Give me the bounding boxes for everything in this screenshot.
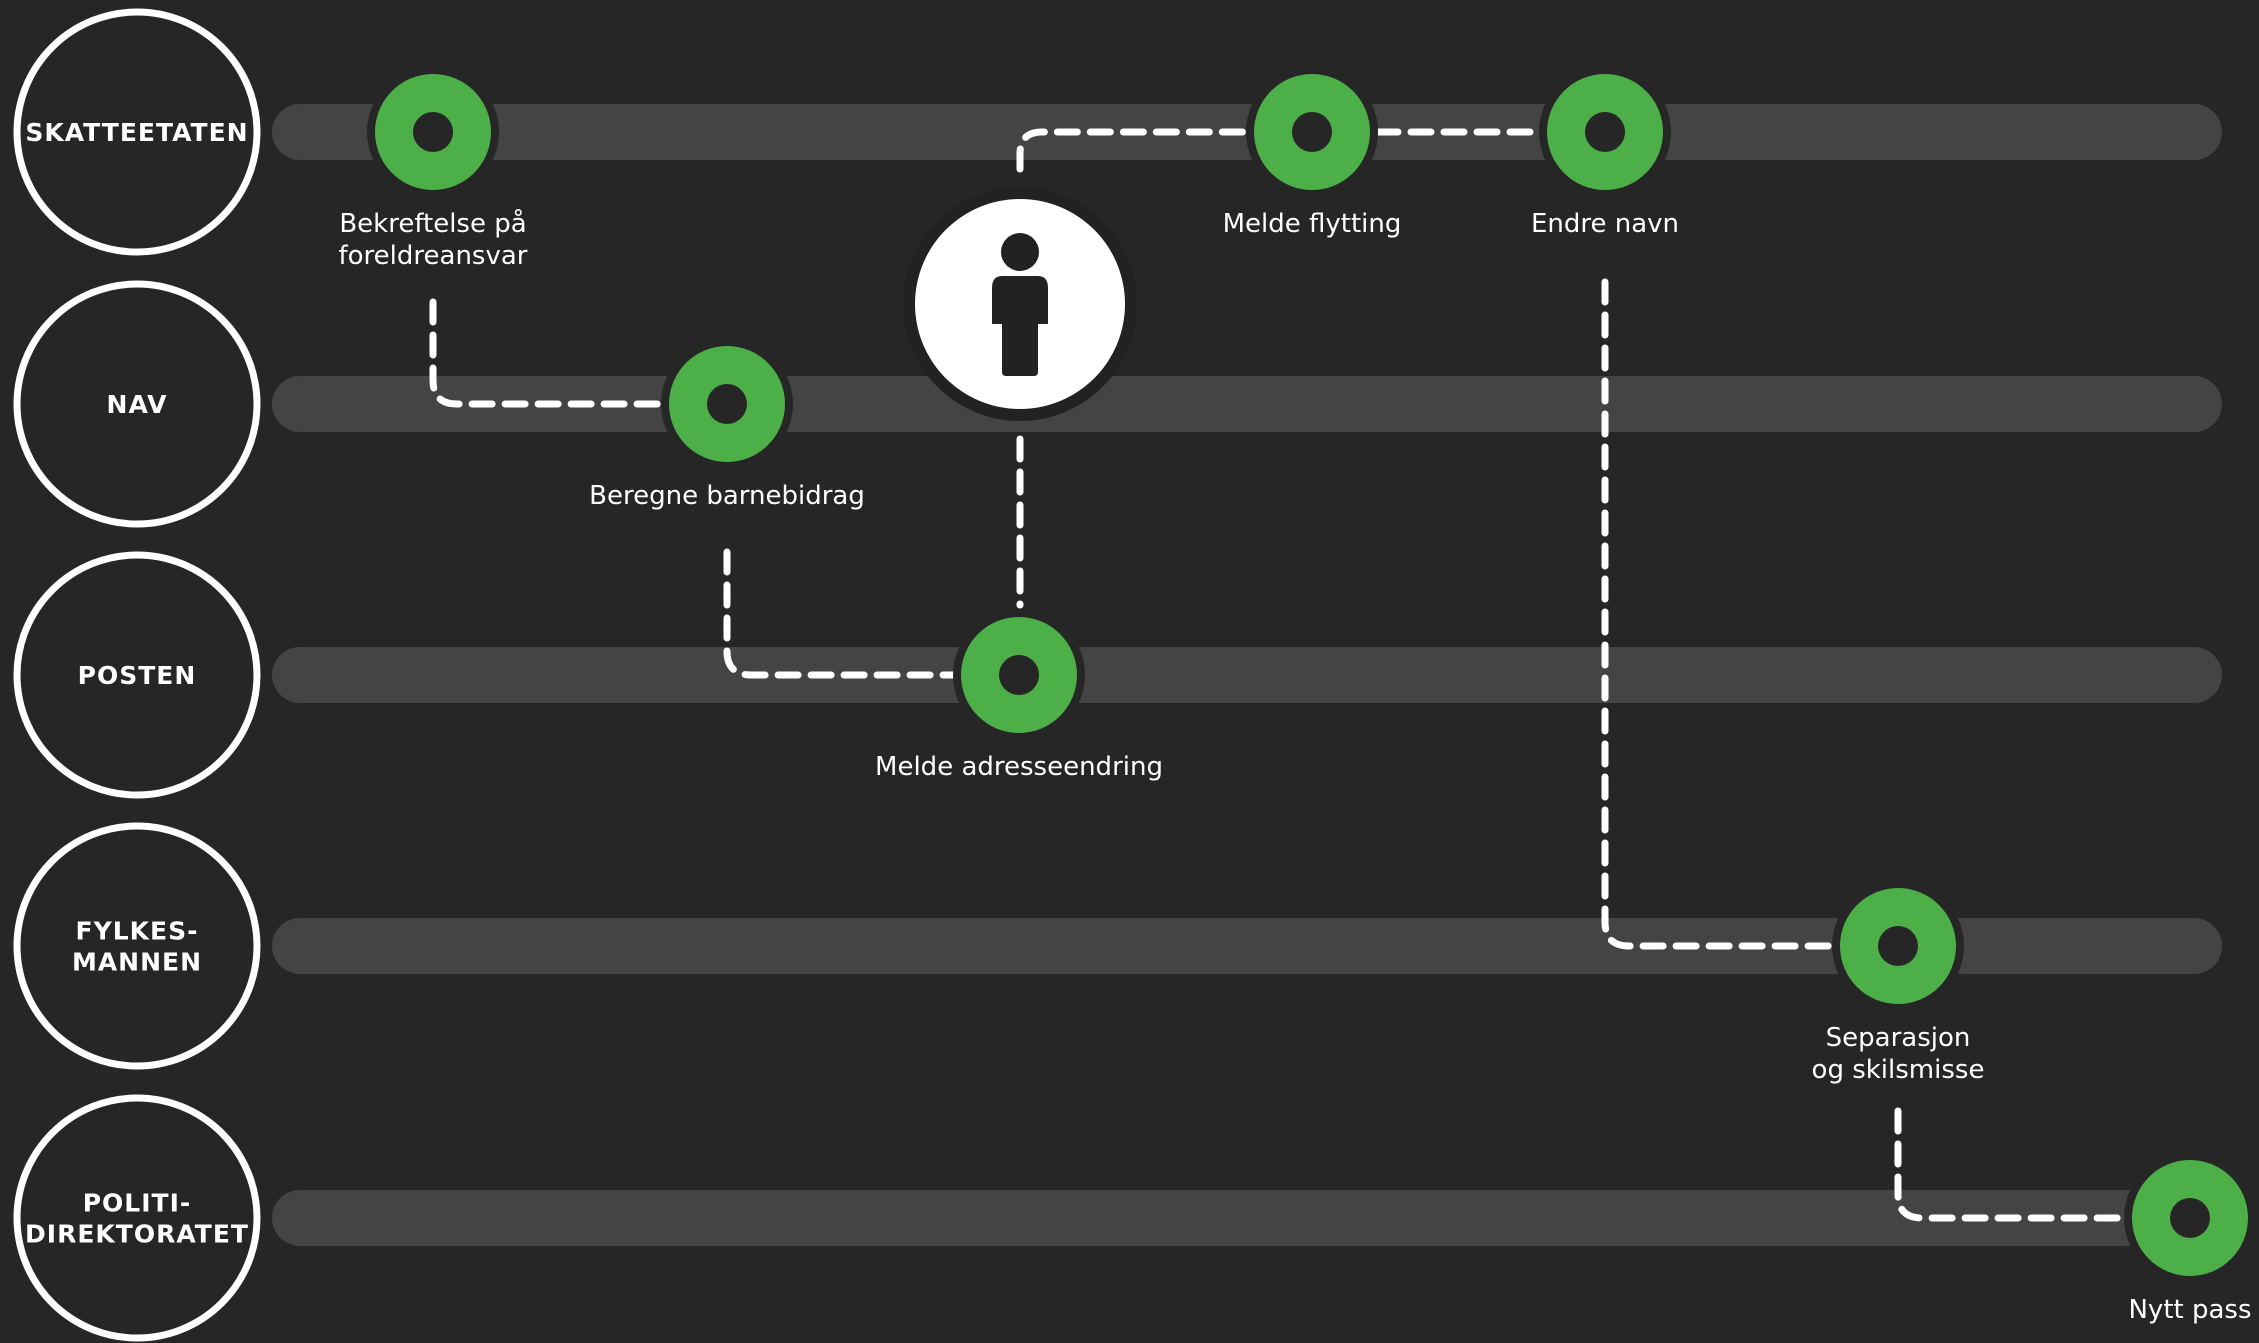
agency-label: DIREKTORATET [25, 1220, 249, 1249]
agency-label: POSTEN [78, 661, 197, 690]
node-center [999, 655, 1039, 695]
agency-skatteetaten: SKATTEETATEN [13, 8, 261, 256]
service-label: Melde adresseendring [875, 752, 1163, 782]
node-center [707, 384, 747, 424]
service-label: Nytt pass [2128, 1295, 2251, 1325]
agency-posten: POSTEN [13, 551, 261, 799]
agency-fylkesmannen: FYLKES-MANNEN [13, 822, 261, 1070]
agency-nav: NAV [13, 280, 261, 528]
lane-track-politidirektoratet [272, 1190, 2222, 1246]
lane-track-fylkesmannen [272, 918, 2222, 974]
node-center [413, 112, 453, 152]
service-label: Endre navn [1531, 209, 1679, 239]
agency-label: POLITI- [83, 1189, 192, 1218]
agency-circle [13, 280, 261, 528]
service-label: foreldreansvar [339, 241, 528, 271]
node-center [1585, 112, 1625, 152]
person-marker [903, 187, 1137, 421]
agency-circle [13, 822, 261, 1070]
agency-circle [13, 1094, 261, 1342]
agency-label: NAV [107, 390, 168, 419]
service-node-melde-flytting[interactable]: Melde flytting [1223, 66, 1402, 239]
agency-circle [13, 8, 261, 256]
service-label: og skilsmisse [1812, 1055, 1985, 1085]
connector-bekreftelse-foreldreansvar-to-beregne-barnebidrag [429, 298, 731, 408]
node-center [2170, 1198, 2210, 1238]
agency-labels: SKATTEETATENNAVPOSTENFYLKES-MANNENPOLITI… [13, 8, 261, 1342]
agency-circle [13, 551, 261, 799]
agency-politidirektoratet: POLITI-DIREKTORATET [13, 1094, 261, 1342]
connector-person-to-melde-flytting [1016, 128, 1316, 173]
service-label: Bekreftelse på [339, 208, 526, 239]
service-label: Beregne barnebidrag [589, 481, 865, 511]
node-center [1878, 926, 1918, 966]
service-node-beregne-barnebidrag[interactable]: Beregne barnebidrag [589, 338, 865, 511]
lane-track-posten [272, 647, 2222, 703]
lane-track-nav [272, 376, 2222, 432]
agency-label: FYLKES- [76, 917, 199, 946]
service-label: Melde flytting [1223, 209, 1402, 239]
service-node-nytt-pass[interactable]: Nytt pass [2124, 1152, 2256, 1325]
agency-label: SKATTEETATEN [25, 118, 248, 147]
connector-endre-navn-to-separasjon-skilsmisse [1601, 278, 1902, 950]
connector-separasjon-skilsmisse-to-nytt-pass [1894, 1107, 2194, 1222]
node-center [1292, 112, 1332, 152]
agency-label: MANNEN [72, 948, 202, 977]
service-node-melde-adresseendring[interactable]: Melde adresseendring [875, 609, 1163, 782]
person-icon [992, 233, 1048, 376]
service-label: Separasjon [1826, 1023, 1971, 1053]
connector-beregne-barnebidrag-to-melde-adresseendring [723, 548, 1023, 679]
service-node-endre-navn[interactable]: Endre navn [1531, 66, 1679, 239]
